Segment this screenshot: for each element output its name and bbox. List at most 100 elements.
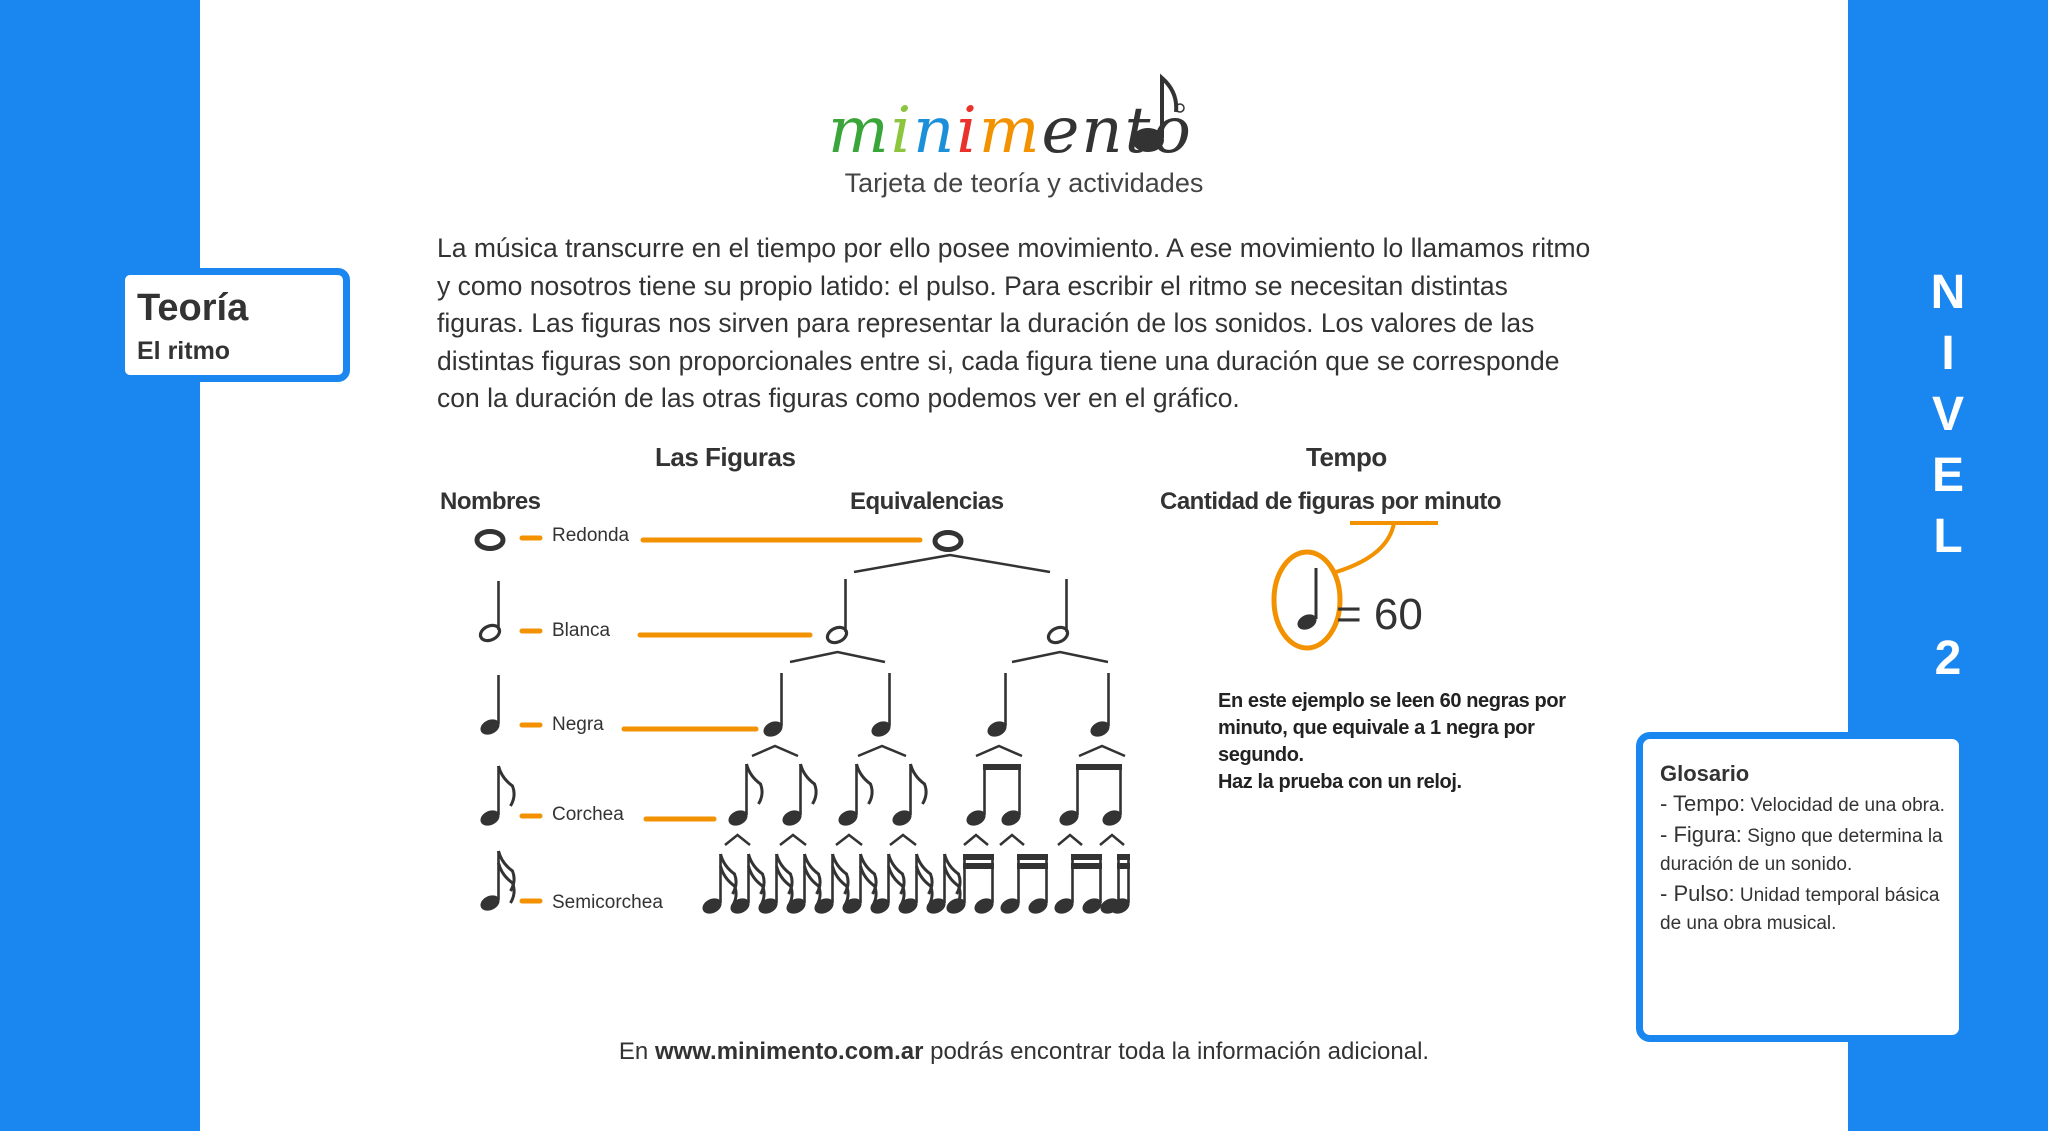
equiv-bracket xyxy=(724,833,751,846)
logo-letter: n xyxy=(913,94,957,168)
logo-letter: m xyxy=(978,94,1042,168)
equiv-bracket xyxy=(1057,833,1083,846)
tempo-explanation-line: minuto, que equivale a 1 negra por xyxy=(1218,717,1535,739)
sixteenth-flags xyxy=(887,865,906,907)
tempo-subheading: Cantidad de figuras por minuto xyxy=(1160,488,1502,515)
whole-note xyxy=(474,529,506,551)
logo-letter: i xyxy=(890,94,914,168)
logo-letter: n xyxy=(1081,94,1125,168)
level-letter: L xyxy=(1933,510,1963,563)
footer-prefix: En xyxy=(618,1038,655,1065)
tempo-note-head xyxy=(1297,614,1317,630)
theory-title: Teoría xyxy=(137,287,249,329)
note-head xyxy=(480,719,500,735)
left-blue-band xyxy=(0,0,200,1131)
sixteenth-flags xyxy=(747,865,766,907)
sixteenth-flags xyxy=(775,865,794,907)
sixteenth-beam xyxy=(963,854,994,860)
eighth-flag xyxy=(799,763,818,805)
sixteenth-flags xyxy=(859,865,878,907)
glossary-list: - Tempo: Velocidad de una obra. - Figura… xyxy=(1660,790,1950,939)
glossary-term: - Tempo: xyxy=(1660,791,1746,816)
sixteenth-flags xyxy=(719,865,738,907)
eighth-flag xyxy=(855,763,874,805)
note-head xyxy=(480,810,500,826)
note-head xyxy=(1028,898,1048,914)
note-head xyxy=(966,810,986,826)
glossary-item: - Pulso: Unidad temporal básica de una o… xyxy=(1660,880,1950,939)
note-head xyxy=(786,898,806,914)
sixteenth-flags xyxy=(497,862,516,904)
glossary-term: - Pulso: xyxy=(1660,880,1735,906)
note-name-blanca: Blanca xyxy=(552,620,611,641)
note-head xyxy=(782,810,802,826)
note-head xyxy=(1001,810,1021,826)
sixteenth-flags xyxy=(831,865,850,907)
equiv-bracket xyxy=(975,744,1023,758)
equiv-bracket xyxy=(779,833,807,846)
equiv-bracket xyxy=(963,833,989,846)
level-letter: N xyxy=(1930,266,1966,319)
note-head xyxy=(898,898,918,914)
note-name-semicorchea: Semicorchea xyxy=(552,892,663,913)
logo-letter: m xyxy=(828,94,891,168)
sixteenth-beam xyxy=(1117,863,1130,869)
eighth-flag xyxy=(745,763,764,805)
equiv-bracket xyxy=(999,833,1025,846)
note-head xyxy=(1102,810,1122,826)
eighth-flag xyxy=(909,763,928,805)
logo-wordmark: minimento xyxy=(828,94,1193,168)
equiv-bracket xyxy=(789,650,886,664)
note-head xyxy=(892,810,912,826)
note-name-corchea: Corchea xyxy=(552,804,624,825)
tempo-explanation: En este ejemplo se leen 60 negras por mi… xyxy=(1218,688,1598,796)
figures-heading: Las Figuras xyxy=(655,442,796,472)
equiv-bracket xyxy=(1078,744,1126,758)
theory-subtitle: El ritmo xyxy=(137,337,231,365)
sixteenth-beam xyxy=(1071,863,1102,869)
glossary-item: - Tempo: Velocidad de una obra. xyxy=(1660,790,1950,821)
equiv-bracket xyxy=(853,553,1051,574)
whole-note xyxy=(932,530,964,552)
note-head xyxy=(974,898,994,914)
eighth-flag xyxy=(497,765,516,807)
footer-url[interactable]: www.minimento.com.ar xyxy=(654,1038,924,1065)
level-letter: V xyxy=(1931,388,1964,441)
logo-letter: i xyxy=(956,94,979,168)
note-head xyxy=(946,898,966,914)
eighth-beam xyxy=(1076,764,1122,770)
theory-card: Teoría El ritmo xyxy=(118,268,350,382)
tempo-circle xyxy=(1271,549,1343,651)
glossary-definition: Signo que determina la duración de un so… xyxy=(1660,825,1943,876)
note-head xyxy=(1059,810,1079,826)
minimento-logo: minimento xyxy=(828,73,1191,168)
note-head xyxy=(763,721,783,737)
tempo-heading: Tempo xyxy=(1306,442,1387,472)
equivalences-heading: Equivalencias xyxy=(850,488,1004,515)
sixteenth-beam xyxy=(1071,854,1102,860)
level-label: N I V E L 2 xyxy=(1848,262,2048,689)
note-head xyxy=(1000,898,1020,914)
note-head xyxy=(1110,898,1130,914)
equiv-bracket xyxy=(1011,650,1109,664)
note-head xyxy=(702,898,722,914)
eighth-beam xyxy=(983,764,1021,770)
equiv-bracket xyxy=(857,744,907,758)
note-head xyxy=(758,898,778,914)
tempo-explanation-line: segundo. xyxy=(1218,744,1304,766)
note-head xyxy=(814,898,834,914)
level-letter: E xyxy=(1931,449,1964,502)
glossary-definition: Velocidad de una obra. xyxy=(1750,795,1945,816)
sixteenth-beam xyxy=(1017,854,1048,860)
sixteenth-flags xyxy=(803,865,822,907)
sixteenth-beam xyxy=(963,863,994,869)
glossary-item: - Figura: Signo que determina la duració… xyxy=(1660,821,1950,880)
note-head xyxy=(926,898,946,914)
note-head xyxy=(838,810,858,826)
note-head xyxy=(871,721,891,737)
equiv-bracket xyxy=(889,833,917,846)
note-name-redonda: Redonda xyxy=(552,525,630,546)
level-letter: I xyxy=(1941,327,1955,380)
equiv-bracket xyxy=(1099,833,1125,846)
tagline: Tarjeta de teoría y actividades xyxy=(844,168,1204,198)
